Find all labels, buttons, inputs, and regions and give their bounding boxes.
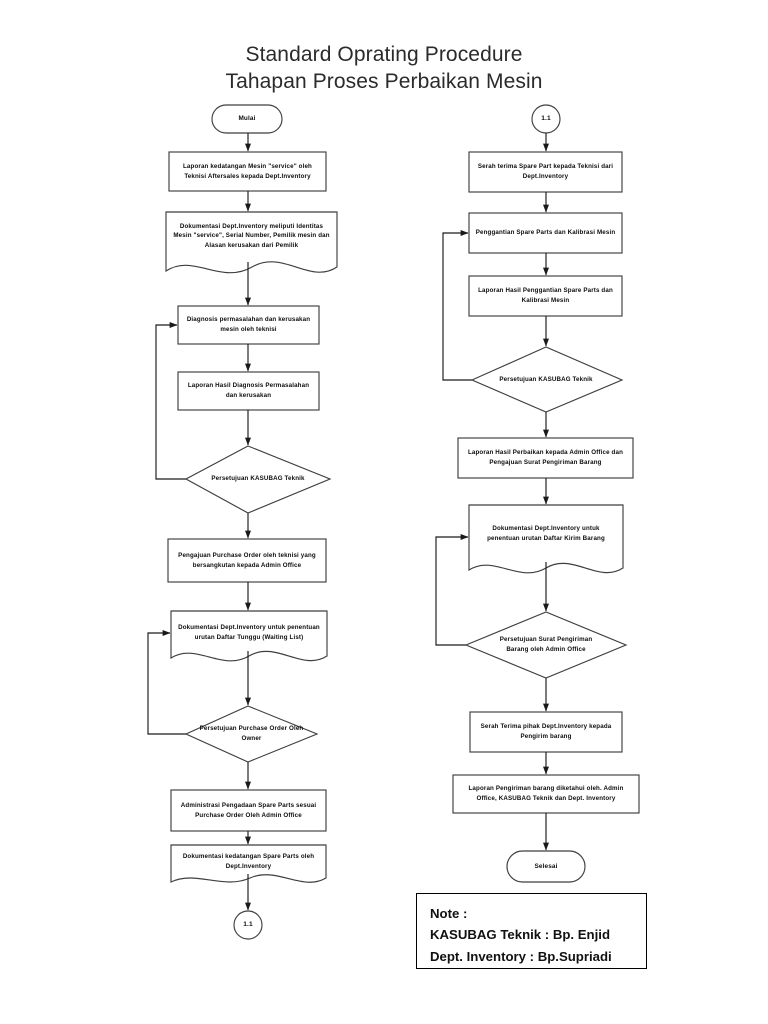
shape-right-decision-4 — [470, 346, 624, 413]
shape-left-process-1 — [168, 151, 327, 192]
shape-right-process-1 — [468, 151, 623, 193]
loop-r7-to-r6 — [435, 534, 469, 646]
title-line-2: Tahapan Proses Perbaikan Mesin — [225, 69, 543, 93]
shape-right-process-8 — [469, 711, 623, 753]
page-title: Standard Oprating Procedure Tahapan Pros… — [0, 42, 768, 96]
loop-l8-to-l7 — [147, 630, 186, 735]
shape-right-process-3 — [468, 275, 623, 317]
shape-left-process-9 — [170, 789, 327, 832]
shape-left-process-4 — [177, 371, 320, 411]
loop-l5-to-l3 — [155, 322, 186, 480]
note-line-3: Dept. Inventory : Bp.Supriadi — [430, 948, 612, 964]
note-line-2: KASUBAG Teknik : Bp. Enjid — [430, 927, 610, 943]
loop-r4-to-r2 — [442, 230, 472, 381]
shape-right-process-9 — [452, 774, 640, 814]
shape-right-terminator-10 — [506, 850, 586, 883]
shape-left-document-2 — [165, 211, 338, 274]
shape-left-process-6 — [167, 538, 327, 583]
shape-right-decision-7 — [464, 611, 628, 679]
shape-right-process-2 — [468, 212, 623, 254]
shape-right-connector-0 — [531, 104, 561, 134]
note-box: Note : KASUBAG Teknik : Bp. Enjid Dept. … — [416, 893, 647, 969]
shape-left-decision-8 — [184, 705, 319, 763]
title-line-1: Standard Oprating Procedure — [245, 43, 523, 66]
shape-left-process-3 — [177, 305, 320, 345]
shape-right-process-5 — [457, 437, 634, 479]
shape-left-connector-11 — [233, 910, 263, 940]
shape-left-document-10 — [170, 844, 327, 883]
shape-start-terminator — [211, 104, 283, 134]
note-line-1: Note : — [430, 906, 468, 921]
shape-left-decision-5 — [184, 445, 332, 514]
shape-left-document-7 — [170, 610, 328, 662]
